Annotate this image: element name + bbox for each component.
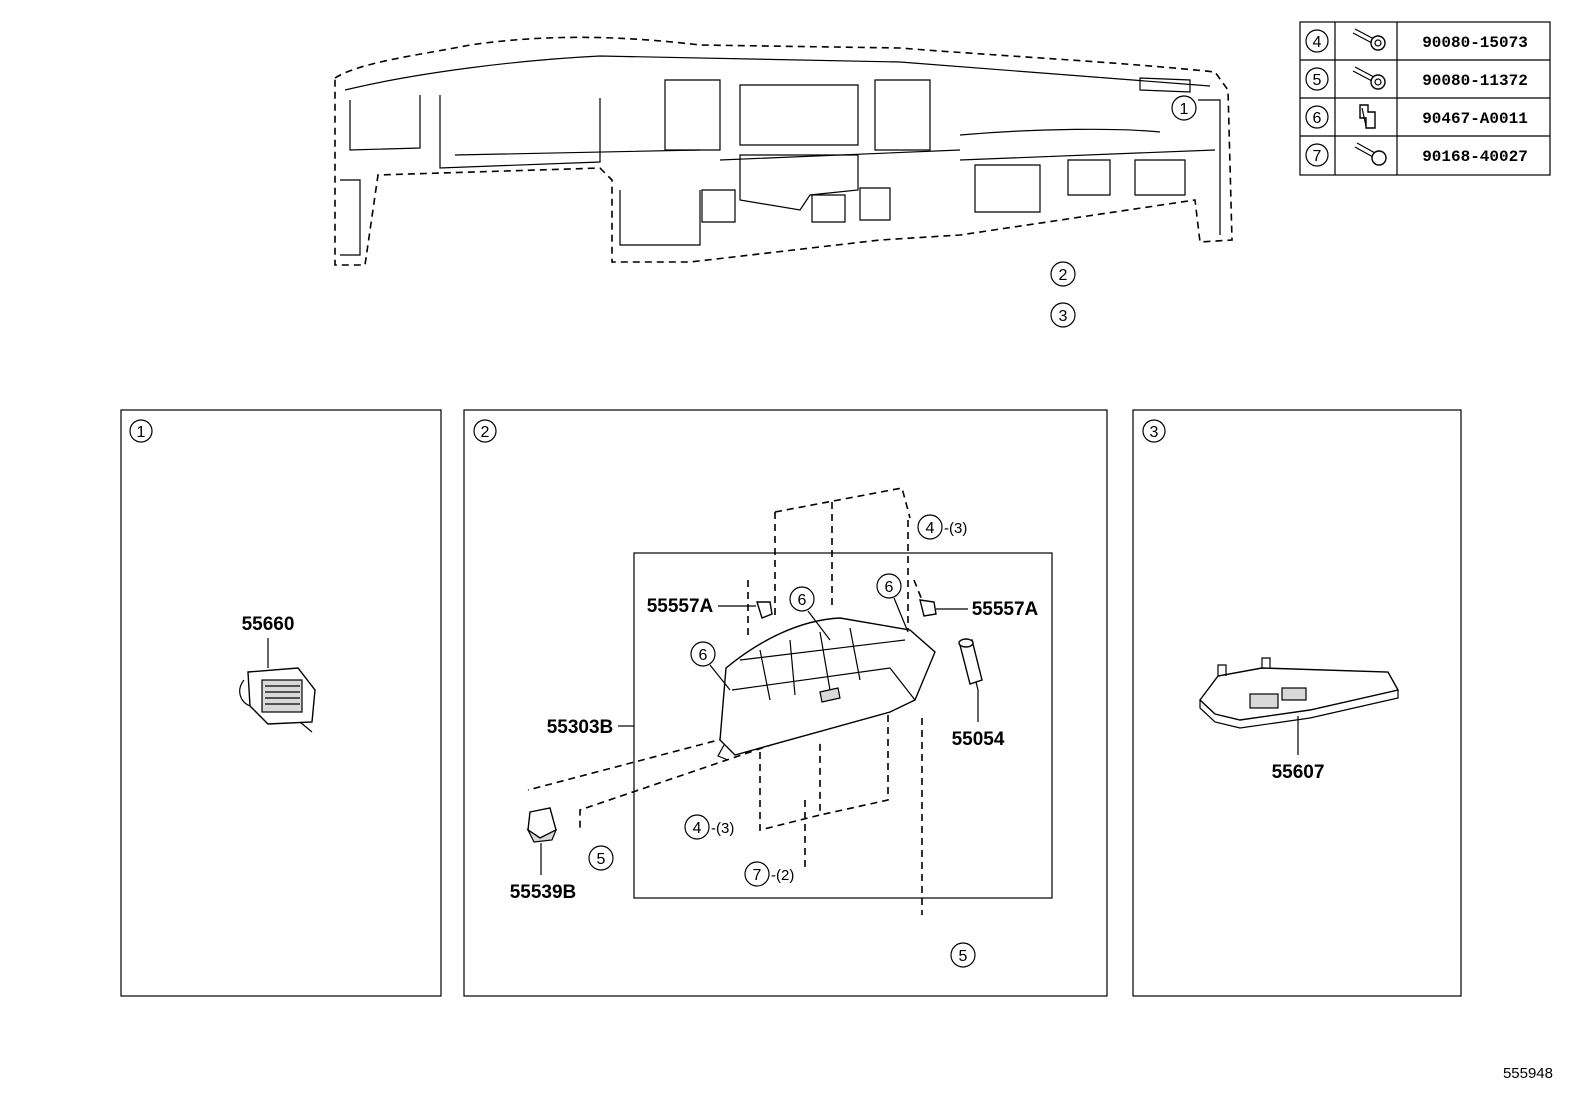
detail-panel-1: 1 55660: [120, 409, 442, 997]
overview-callout-2: 2: [1050, 261, 1076, 287]
legend-row: 5 90080-11372: [1305, 66, 1528, 91]
part-label-55054: 55054: [952, 729, 1005, 750]
svg-text:2: 2: [481, 424, 490, 441]
clip-icon: [1359, 104, 1376, 129]
svg-text:90467-A0011: 90467-A0011: [1422, 110, 1528, 128]
bolt-washer-icon: [1352, 28, 1386, 51]
svg-text:4: 4: [1313, 34, 1322, 51]
svg-text:2: 2: [1059, 267, 1068, 284]
svg-text:3: 3: [1150, 424, 1159, 441]
svg-text:-(3): -(3): [711, 820, 734, 837]
legend-row: 4 90080-15073: [1305, 28, 1528, 53]
svg-text:5: 5: [959, 948, 968, 965]
legend-row: 6 90467-A0011: [1305, 104, 1528, 129]
svg-text:3: 3: [1059, 308, 1068, 325]
svg-text:-(2): -(2): [771, 867, 794, 884]
callout-6: 6: [690, 641, 716, 667]
part-label-55660: 55660: [242, 614, 295, 635]
stopper-icon: [919, 599, 937, 617]
callout-4: 4 -(3): [684, 814, 734, 840]
screw-icon: [1354, 142, 1387, 166]
callout-5: 5: [588, 845, 614, 871]
svg-text:5: 5: [1313, 72, 1322, 89]
callout-5: 5: [950, 942, 976, 968]
damper-icon: [958, 638, 983, 691]
callout-6: 6: [876, 573, 902, 599]
bolt-washer-icon: [1352, 66, 1386, 90]
svg-text:90168-40027: 90168-40027: [1422, 148, 1528, 166]
svg-text:1: 1: [137, 424, 146, 441]
svg-text:6: 6: [1313, 110, 1322, 127]
svg-text:7: 7: [1313, 148, 1322, 165]
lower-panel-icon: [1199, 657, 1400, 729]
part-label-55557A: 55557A: [972, 599, 1039, 620]
svg-text:-(3): -(3): [944, 520, 967, 537]
callout-6: 6: [789, 586, 815, 612]
legend-row: 7 90168-40027: [1305, 142, 1528, 167]
figure-id: 555948: [1503, 1065, 1553, 1082]
svg-text:90080-11372: 90080-11372: [1422, 72, 1528, 90]
svg-text:4: 4: [926, 520, 935, 537]
svg-text:6: 6: [798, 592, 807, 609]
svg-text:90080-15073: 90080-15073: [1422, 34, 1528, 52]
svg-text:1: 1: [1180, 101, 1189, 118]
part-label-55539B: 55539B: [510, 882, 577, 903]
glove-box-assembly-icon: [717, 617, 936, 761]
callout-7: 7 -(2): [744, 861, 794, 887]
svg-text:6: 6: [885, 579, 894, 596]
fastener-legend-table: 4 90080-15073 5 90080-11372 6: [1299, 21, 1551, 176]
dashboard-overview: [334, 36, 1233, 266]
part-label-55607: 55607: [1272, 762, 1325, 783]
part-label-55303B: 55303B: [547, 717, 614, 738]
overview-callout-1: 1: [1171, 95, 1197, 121]
svg-text:7: 7: [753, 867, 762, 884]
svg-text:5: 5: [597, 851, 606, 868]
air-vent-register-icon: [239, 667, 316, 733]
svg-text:4: 4: [693, 820, 702, 837]
overview-callout-3: 3: [1050, 302, 1076, 328]
detail-panel-2: 2 55054: [463, 409, 1108, 997]
callout-4: 4 -(3): [917, 514, 967, 540]
svg-text:6: 6: [699, 647, 708, 664]
detail-panel-3: 3 55607: [1132, 409, 1462, 997]
part-label-55557A: 55557A: [647, 596, 714, 617]
stopper-icon: [756, 601, 773, 619]
cover-clip-icon: [526, 807, 558, 843]
